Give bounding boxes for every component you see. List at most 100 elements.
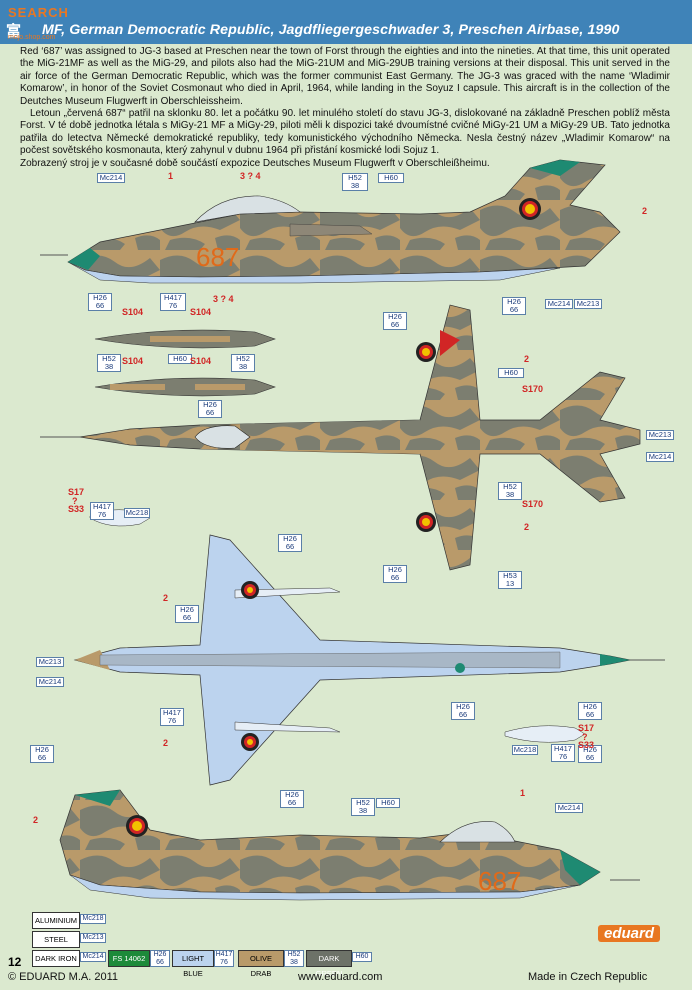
callout-code: H417 <box>164 293 182 302</box>
callout-code: H26 <box>388 312 402 321</box>
copyright: © EDUARD M.A. 2011 <box>8 971 118 983</box>
decal-ref-label: ? <box>72 496 78 506</box>
callout-value: 66 <box>509 305 519 314</box>
description-czech-note: Zobrazený stroj je v současné době součá… <box>20 157 490 169</box>
decal-ref-label: S17 <box>68 487 85 497</box>
decal-ref-label: S170 <box>522 384 544 394</box>
legend-name: FS 14062 <box>112 954 146 963</box>
callout-code: H417 <box>93 502 111 511</box>
legend-code: Mc213 <box>80 933 106 943</box>
legend-name: STEEL <box>44 935 68 944</box>
decal-ref-label: 2 <box>642 206 648 216</box>
callout-mc218: Mc218 <box>512 745 538 755</box>
website-link[interactable]: www.eduard.com <box>298 971 383 983</box>
side-view-bottom: 687 <box>59 789 640 901</box>
callout-value: 76 <box>168 301 178 310</box>
callout-code: Mc214 <box>99 173 123 182</box>
legend-code: H60 <box>352 952 372 962</box>
callout-code: H26 <box>388 565 402 574</box>
callout-value: 76 <box>97 510 107 519</box>
watermark-text: SEARCH <box>8 5 69 20</box>
legend-code-text: Mc213 <box>82 934 104 941</box>
tail-number-top: 687 <box>196 242 239 272</box>
legend-dark-iron: DARK IRON <box>32 950 80 967</box>
decal-ref-label: 1 <box>520 788 526 798</box>
decal-ref-label: 2 <box>33 815 39 825</box>
page-title: MF, German Democratic Republic, Jagdflie… <box>42 22 620 38</box>
legend-code-text: H60 <box>355 953 369 960</box>
callout-value: 38 <box>350 181 360 190</box>
callout-code: Mc214 <box>38 677 62 686</box>
legend-code: Mc214 <box>80 952 106 962</box>
callout-value: 38 <box>104 362 114 371</box>
stencil-label: S104 <box>190 307 212 317</box>
eduard-logo: eduard <box>598 925 661 942</box>
callout-mc214: Mc214 <box>36 677 64 687</box>
callout-code: H26 <box>507 297 521 306</box>
callout-code: H26 <box>283 534 297 543</box>
callout-code: H52 <box>102 354 116 363</box>
legend-code-text: H52 <box>287 951 301 958</box>
callout-value: 66 <box>390 573 400 582</box>
decal-ref-label: 2 <box>163 738 169 748</box>
callout-h60: H60 <box>498 368 524 378</box>
callout-value: 66 <box>458 710 468 719</box>
callout-h60: H60 <box>378 173 404 183</box>
header-banner: MF, German Democratic Republic, Jagdflie… <box>0 0 692 44</box>
decal-ref-label: S33 <box>68 504 85 514</box>
callout-mc214: Mc214 <box>646 452 674 462</box>
callout-code: Mc218 <box>513 745 537 754</box>
side-view-top: 687 <box>40 159 621 284</box>
callout-code: H52 <box>356 798 370 807</box>
callout-mc213: Mc213 <box>574 299 602 309</box>
watermark-url: mojo.shop.com <box>8 34 56 41</box>
callout-code: H26 <box>93 293 107 302</box>
legend-steel: STEEL <box>32 931 80 948</box>
decal-ref-label: 1 <box>168 171 174 181</box>
callout-value: 66 <box>287 798 297 807</box>
legend-dark-green: DARK GREEN <box>306 950 352 978</box>
legend-name: DARK GREEN <box>315 954 343 978</box>
legend-name: DARK IRON <box>35 954 77 963</box>
callout-value: 66 <box>585 753 595 762</box>
callout-value: 13 <box>505 579 515 588</box>
callout-mc214: Mc214 <box>97 173 125 183</box>
callout-value: 66 <box>95 301 105 310</box>
callout-code: H26 <box>180 605 194 614</box>
top-view <box>40 304 641 571</box>
legend-value: 76 <box>220 958 228 966</box>
legend-value: 38 <box>290 958 298 966</box>
callout-code: H26 <box>35 745 49 754</box>
legend-code-text: Mc218 <box>82 915 104 922</box>
legend-name: ALUMINIUM <box>34 916 78 925</box>
callout-code: Mc218 <box>125 508 149 517</box>
legend-fs14062: FS 14062 <box>108 950 150 967</box>
callout-mc214: Mc214 <box>555 803 583 813</box>
page-number: 12 <box>8 955 22 969</box>
callout-value: 38 <box>358 806 368 815</box>
callout-code: Mc214 <box>547 299 571 308</box>
callout-value: 66 <box>390 320 400 329</box>
bottom-view <box>73 509 665 786</box>
legend-aluminium: ALUMINIUM <box>32 912 80 929</box>
decal-ref-label: S33 <box>578 740 595 750</box>
callout-code: Mc214 <box>557 803 581 812</box>
decal-ref-label: 3 ? 4 <box>213 294 234 304</box>
callout-code: Mc214 <box>648 452 672 461</box>
